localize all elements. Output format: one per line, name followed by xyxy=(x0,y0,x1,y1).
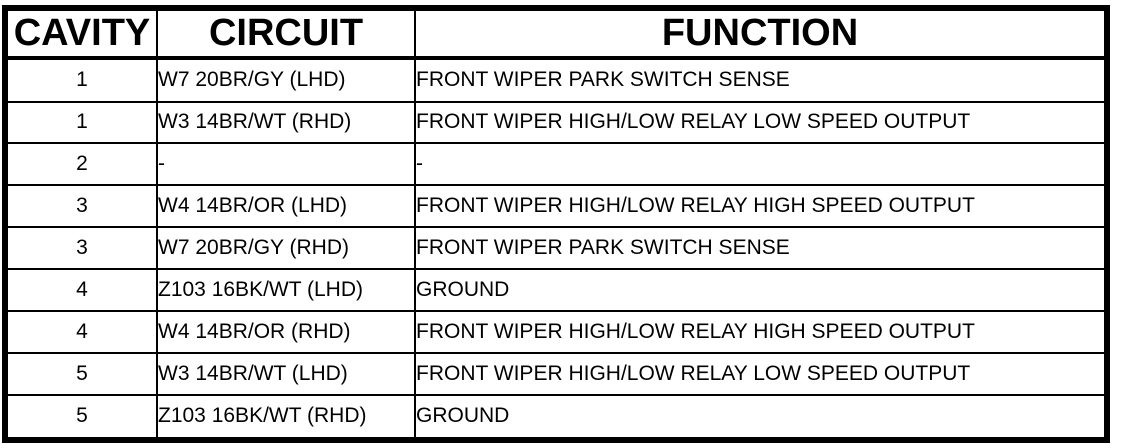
cavity-cell: 2 xyxy=(4,142,158,187)
function-cell: FRONT WIPER PARK SWITCH SENSE xyxy=(414,57,1108,103)
circuit-cell: W3 14BR/WT (LHD) xyxy=(156,351,416,396)
function-cell: FRONT WIPER HIGH/LOW RELAY LOW SPEED OUT… xyxy=(414,351,1108,396)
function-cell: FRONT WIPER HIGH/LOW RELAY LOW SPEED OUT… xyxy=(414,100,1108,145)
column-header-cavity: CAVITY xyxy=(4,7,158,60)
circuit-cell: W4 14BR/OR (LHD) xyxy=(156,184,416,229)
circuit-cell: W7 20BR/GY (LHD) xyxy=(156,57,416,103)
function-cell: - xyxy=(414,142,1108,187)
circuit-cell: Z103 16BK/WT (RHD) xyxy=(156,393,416,442)
function-cell: GROUND xyxy=(414,268,1108,313)
cavity-cell: 5 xyxy=(4,393,158,442)
cavity-cell: 4 xyxy=(4,310,158,354)
circuit-cell: W4 14BR/OR (RHD) xyxy=(156,310,416,354)
circuit-cell: W3 14BR/WT (RHD) xyxy=(156,100,416,145)
cavity-cell: 5 xyxy=(4,351,158,396)
circuit-cell: - xyxy=(156,142,416,187)
column-header-circuit: CIRCUIT xyxy=(156,7,416,60)
function-cell: FRONT WIPER HIGH/LOW RELAY HIGH SPEED OU… xyxy=(414,184,1108,229)
table-row: 2-- xyxy=(4,142,1108,187)
header-row: CAVITY CIRCUIT FUNCTION xyxy=(4,7,1108,60)
cavity-cell: 4 xyxy=(4,268,158,313)
cavity-cell: 3 xyxy=(4,184,158,229)
function-cell: GROUND xyxy=(414,393,1108,442)
function-cell: FRONT WIPER PARK SWITCH SENSE xyxy=(414,226,1108,271)
circuit-cell: W7 20BR/GY (RHD) xyxy=(156,226,416,271)
cavity-cell: 1 xyxy=(4,100,158,145)
column-header-function: FUNCTION xyxy=(414,7,1108,60)
circuit-cell: Z103 16BK/WT (LHD) xyxy=(156,268,416,313)
cavity-cell: 1 xyxy=(4,57,158,103)
cavity-cell: 3 xyxy=(4,226,158,271)
function-cell: FRONT WIPER HIGH/LOW RELAY HIGH SPEED OU… xyxy=(414,310,1108,354)
